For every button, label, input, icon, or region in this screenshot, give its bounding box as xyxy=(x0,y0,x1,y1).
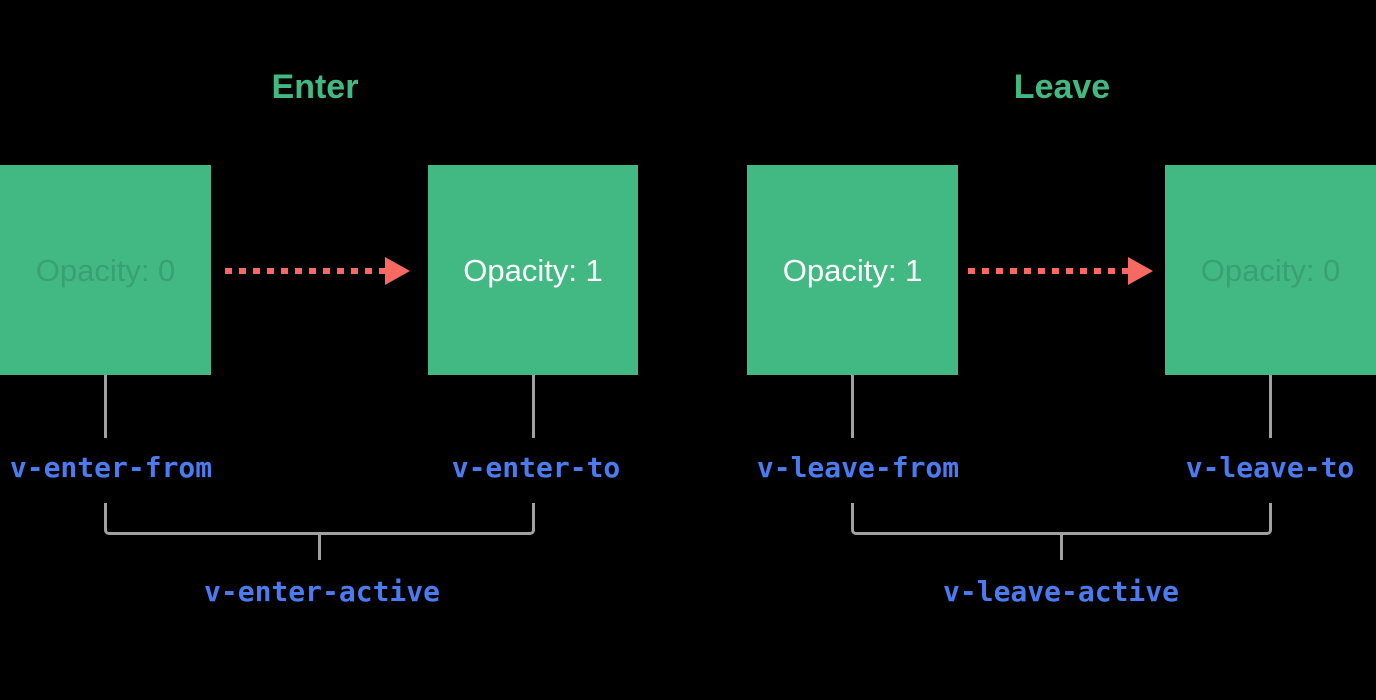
enter-bracket-tick xyxy=(318,534,321,560)
enter-active-class-label: v-enter-active xyxy=(203,575,441,608)
leave-to-box-opacity-label: Opacity: 0 xyxy=(1200,252,1341,288)
leave-from-class-label: v-leave-from xyxy=(756,451,960,484)
leave-from-box-opacity-label: Opacity: 1 xyxy=(782,252,923,288)
leave-section-title: Leave xyxy=(1013,68,1111,106)
enter-transition-arrow xyxy=(225,257,410,285)
leave-to-class-label: v-leave-to xyxy=(1185,451,1355,484)
connector-line xyxy=(851,375,854,438)
leave-from-box: Opacity: 1 xyxy=(747,165,958,375)
enter-from-class-label: v-enter-from xyxy=(9,451,213,484)
enter-to-box-opacity-label: Opacity: 1 xyxy=(463,252,603,288)
enter-from-box: Opacity: 0 xyxy=(0,165,211,375)
leave-transition-arrow xyxy=(968,257,1153,285)
enter-to-box: Opacity: 1 xyxy=(428,165,638,375)
enter-active-bracket xyxy=(104,503,535,535)
dashed-line xyxy=(968,268,1128,274)
leave-active-class-label: v-leave-active xyxy=(942,575,1180,608)
connector-line xyxy=(1269,375,1272,438)
leave-active-bracket xyxy=(851,503,1272,535)
enter-section-title: Enter xyxy=(271,68,359,106)
leave-to-box: Opacity: 0 xyxy=(1165,165,1376,375)
arrowhead-icon xyxy=(385,257,410,285)
leave-bracket-tick xyxy=(1060,534,1063,560)
connector-line xyxy=(532,375,535,438)
dashed-line xyxy=(225,268,385,274)
connector-line xyxy=(104,375,107,438)
arrowhead-icon xyxy=(1128,257,1153,285)
enter-from-box-opacity-label: Opacity: 0 xyxy=(35,252,176,288)
enter-to-class-label: v-enter-to xyxy=(451,451,621,484)
